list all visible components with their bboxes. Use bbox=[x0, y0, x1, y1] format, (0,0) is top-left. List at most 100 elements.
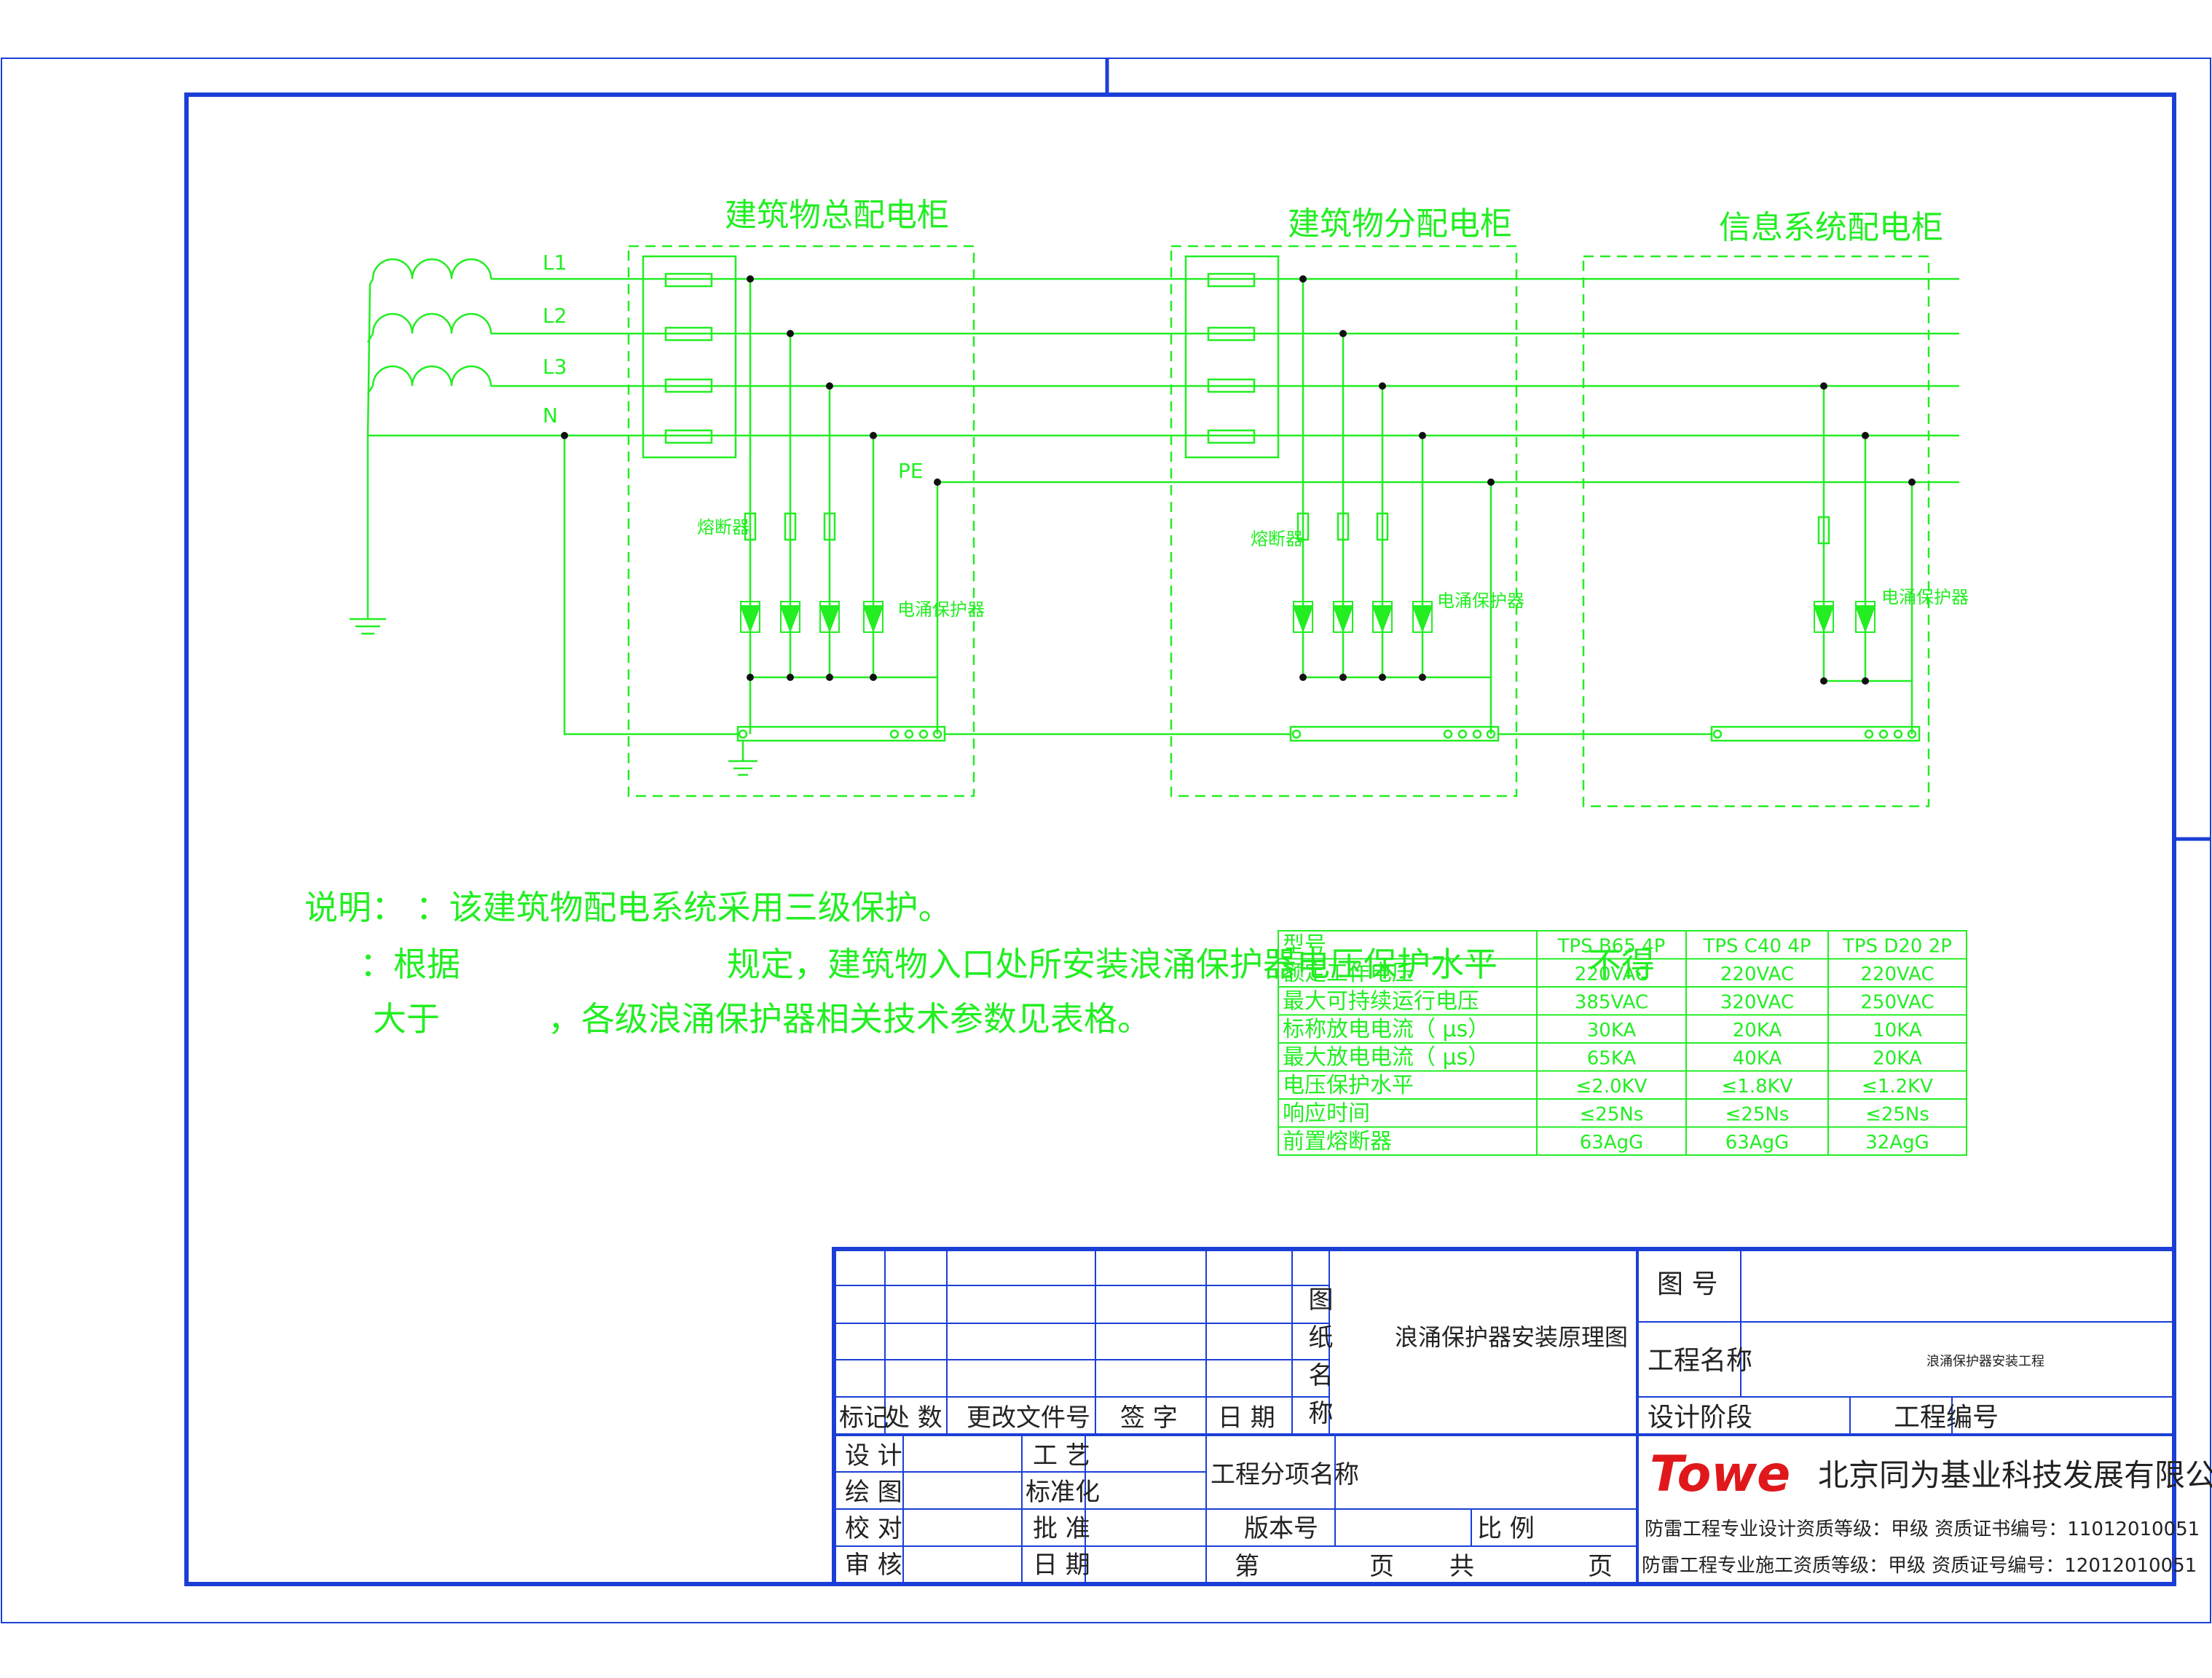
spec-cell: 40KA bbox=[1733, 1048, 1782, 1070]
rev-header-sign: 签 字 bbox=[1120, 1403, 1178, 1433]
company-name: 北京同为基业科技发展有限公司 bbox=[1818, 1457, 2212, 1493]
rev-header-date: 日 期 bbox=[1218, 1403, 1275, 1433]
spec-cell: 220VAC bbox=[1860, 964, 1934, 985]
title-block bbox=[832, 1247, 2176, 1586]
ground-icon bbox=[350, 618, 386, 635]
main-spd-drops bbox=[749, 279, 939, 734]
spec-cell: 65KA bbox=[1587, 1048, 1637, 1070]
fuse-label-main: 熔断器 bbox=[697, 517, 749, 537]
main-cabinet-title: 建筑物总配电柜 bbox=[725, 197, 949, 234]
drawing-name-label: 图纸名称 bbox=[1304, 1286, 1333, 1438]
rev-header-count: 处 数 bbox=[885, 1403, 942, 1433]
sub-project-label: 工程分项名称 bbox=[1211, 1460, 1359, 1489]
design-label: 设 计 bbox=[845, 1441, 902, 1470]
note-line-3b: ，各级浪涌保护器相关技术参数见表格。 bbox=[548, 999, 1151, 1039]
note-line-1: 说明： ：该建筑物配电系统采用三级保护。 bbox=[304, 888, 952, 927]
spec-cell: ≤1.8KV bbox=[1722, 1076, 1793, 1098]
spec-cell: 63AgG bbox=[1725, 1132, 1790, 1154]
check-label: 校 对 bbox=[845, 1514, 902, 1543]
title-block-texts: 标记 处 数 更改文件号 签 字 日 期 图纸名称 浪涌保护器安装原理图 图 号… bbox=[839, 1269, 2212, 1581]
spec-cell: 250VAC bbox=[1860, 992, 1934, 1014]
date-label: 日 期 bbox=[1033, 1551, 1090, 1580]
earth-bar-sub bbox=[1289, 725, 1500, 742]
spec-cell: 20KA bbox=[1873, 1048, 1922, 1070]
note-line-2b: 规定，建筑物入口处所安装浪涌保护器电压保护水平 bbox=[727, 945, 1497, 984]
spd-label-main: 电涌保护器 bbox=[897, 599, 985, 620]
spec-header-cell: TPS C40 4P bbox=[1702, 936, 1811, 958]
spec-cell: 10KA bbox=[1873, 1020, 1922, 1041]
drawing-no-label: 图 号 bbox=[1657, 1269, 1717, 1299]
sub-cabinet-title: 建筑物分配电柜 bbox=[1288, 205, 1512, 243]
line-label-n: N bbox=[543, 403, 558, 428]
draw-label: 绘 图 bbox=[845, 1478, 902, 1507]
spec-cell: 63AgG bbox=[1580, 1132, 1644, 1154]
spec-header-cell: 型号 bbox=[1283, 933, 1326, 958]
spec-cell: 最大可持续运行电压 bbox=[1283, 989, 1479, 1015]
design-stage-label: 设计阶段 bbox=[1648, 1403, 1752, 1433]
spec-cell: 前置熔断器 bbox=[1283, 1129, 1392, 1154]
spec-cell: ≤25Ns bbox=[1580, 1104, 1644, 1126]
note-line-2a: ：根据 bbox=[360, 945, 460, 984]
spec-cell: 标称放电电流（ μs） bbox=[1283, 1017, 1489, 1042]
earth-bar-info bbox=[1710, 725, 1921, 742]
review-label: 审 核 bbox=[845, 1551, 902, 1580]
spec-cell: 额定工作电压 bbox=[1283, 961, 1414, 986]
info-cabinet-box bbox=[1582, 255, 1930, 808]
outer-frame bbox=[1, 58, 2211, 1623]
total-unit-label: 页 bbox=[1588, 1552, 1613, 1581]
spec-cell: 20KA bbox=[1733, 1020, 1782, 1041]
spec-cell: 320VAC bbox=[1720, 992, 1794, 1014]
spec-header-cell: TPS B65 4P bbox=[1557, 936, 1666, 958]
project-no-label: 工程编号 bbox=[1894, 1403, 1999, 1433]
rev-header-mark: 标记 bbox=[839, 1403, 889, 1433]
transformer-coil-icon bbox=[366, 258, 492, 619]
standard-label: 标准化 bbox=[1026, 1478, 1100, 1507]
main-breaker-box bbox=[642, 255, 737, 459]
project-name-label: 工程名称 bbox=[1648, 1346, 1752, 1376]
craft-label: 工 艺 bbox=[1033, 1441, 1090, 1470]
build-cert: 防雷工程专业施工资质等级：甲级 资质证号编号：12012010051 bbox=[1642, 1555, 2197, 1577]
sub-spd-drops bbox=[1302, 279, 1492, 734]
spec-cell: 32AgG bbox=[1865, 1132, 1929, 1154]
line-label-l2: L2 bbox=[543, 304, 567, 328]
surge-protector-icon bbox=[739, 601, 1876, 633]
line-label-l1: L1 bbox=[543, 251, 567, 275]
n-to-earth-bar bbox=[563, 436, 738, 736]
spec-cell: ≤25Ns bbox=[1865, 1104, 1929, 1126]
spec-header-cell: TPS D20 2P bbox=[1842, 936, 1952, 958]
sub-cabinet-box bbox=[1170, 245, 1518, 797]
main-cabinet-box bbox=[627, 245, 975, 797]
spd-label-sub: 电涌保护器 bbox=[1437, 591, 1524, 611]
junction-dots bbox=[561, 275, 1916, 685]
spec-cell: 220VAC bbox=[1720, 964, 1794, 985]
spec-cell: ≤2.0KV bbox=[1576, 1076, 1648, 1098]
note-line-2c: 不得 bbox=[1588, 945, 1655, 984]
spec-cell: 最大放电电流（ μs） bbox=[1283, 1045, 1489, 1071]
rev-header-file: 更改文件号 bbox=[967, 1403, 1090, 1433]
sub-breaker-box bbox=[1184, 255, 1280, 459]
approve-label: 批 准 bbox=[1033, 1514, 1090, 1543]
spec-cell: 电压保护水平 bbox=[1283, 1073, 1414, 1098]
spec-cell: ≤25Ns bbox=[1725, 1104, 1790, 1126]
fuse-label-sub: 熔断器 bbox=[1251, 529, 1303, 549]
fuse-icon bbox=[744, 512, 1830, 545]
page-of-label: 第 bbox=[1235, 1552, 1259, 1581]
spd-label-info: 电涌保护器 bbox=[1881, 587, 1969, 607]
wiring-diagram bbox=[350, 245, 1959, 808]
spec-cell: 响应时间 bbox=[1283, 1101, 1370, 1127]
spec-cell: 220VAC bbox=[1575, 964, 1648, 985]
line-label-pe: PE bbox=[898, 459, 924, 483]
line-label-l3: L3 bbox=[543, 355, 567, 379]
spec-table: 型号 TPS B65 4P TPS C40 4P TPS D20 2P 额定工作电压 22… bbox=[1278, 930, 1967, 1156]
note-line-3a: 大于 bbox=[373, 999, 440, 1039]
scale-label: 比 例 bbox=[1477, 1514, 1535, 1543]
spec-cell: 30KA bbox=[1587, 1020, 1637, 1041]
info-spd-drops bbox=[1822, 386, 1913, 734]
drawing-name: 浪涌保护器安装原理图 bbox=[1395, 1323, 1628, 1351]
design-cert: 防雷工程专业设计资质等级：甲级 资质证书编号：11012010051 bbox=[1645, 1519, 2200, 1540]
page-unit-label: 页 bbox=[1369, 1552, 1394, 1581]
total-label: 共 bbox=[1449, 1552, 1474, 1581]
version-label: 版本号 bbox=[1244, 1514, 1318, 1543]
earth-bar-main bbox=[728, 725, 946, 776]
